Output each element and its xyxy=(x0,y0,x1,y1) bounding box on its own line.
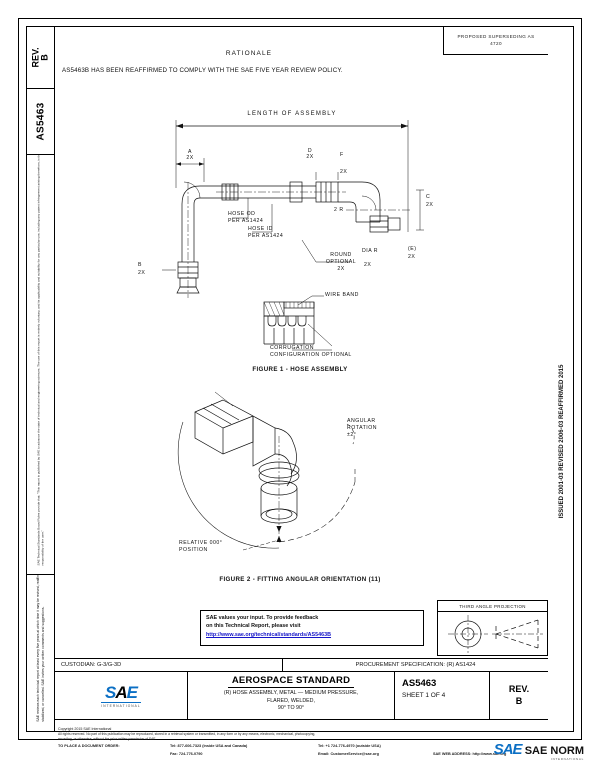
footer-logo-sub: INTERNATIONAL xyxy=(551,757,584,761)
order-row-2: Fax: 724-776-0790 Email: CustomerService… xyxy=(58,752,528,758)
third-angle-projection-title: THIRD ANGLE PROJECTION xyxy=(438,601,547,612)
dim-e-label: (E) xyxy=(408,246,417,252)
feedback-line1: SAE values your input. To provide feedba… xyxy=(206,615,319,621)
procurement-spec-label: PROCUREMENT SPECIFICATION: (R) AS1424 xyxy=(355,662,476,668)
spine-rev-value: B xyxy=(40,54,50,61)
feedback-box: SAE values your input. To provide feedba… xyxy=(200,610,424,646)
title-block-logo-cell: SAE INTERNATIONAL xyxy=(55,672,188,719)
length-of-assembly-label: LENGTH OF ASSEMBLY xyxy=(247,111,337,117)
sae-logo-international: INTERNATIONAL xyxy=(101,701,141,708)
footer-logo-word: SAE NORM xyxy=(524,745,584,757)
web-address-label: SAE WEB ADDRESS: xyxy=(433,751,472,756)
revision-value: B xyxy=(515,695,523,706)
footer-logo-mark: SAE SAE NORM xyxy=(493,741,584,758)
dim-e-qty: 2X xyxy=(408,254,416,260)
figure-1-drawing: LENGTH OF ASSEMBLY A 2X D 2X F 2X C 2X H… xyxy=(120,111,450,362)
tel-international: Tel: +1 724-776-4970 (outside USA) xyxy=(318,744,381,749)
title-block-title-cell: AEROSPACE STANDARD (R) HOSE ASSEMBLY, ME… xyxy=(188,672,395,719)
right-spine-dates: ISSUED 2001-03 REVISED 2006-03 REAFFIRME… xyxy=(551,364,573,664)
figure-1-svg xyxy=(162,120,424,298)
tel-usa: Tel: 877-606-7323 (inside USA and Canada… xyxy=(170,744,248,749)
rationale-heading: RATIONALE xyxy=(225,50,273,57)
third-angle-projection-box: THIRD ANGLE PROJECTION xyxy=(437,600,548,656)
dim-t-qty: 2X xyxy=(364,262,372,268)
footer-sae-norm-logo: SAE SAE NORM INTERNATIONAL xyxy=(494,742,584,761)
superseding-line2: 4720 xyxy=(490,40,502,46)
dim-a-label: A xyxy=(188,149,192,155)
figure-1-caption: FIGURE 1 - HOSE ASSEMBLY xyxy=(252,366,348,373)
issued-revised-reaffirmed: ISSUED 2001-03 REVISED 2006-03 REAFFIRME… xyxy=(559,364,565,519)
title-block: SAE INTERNATIONAL AEROSPACE STANDARD (R)… xyxy=(55,672,548,720)
dim-d-qty: 2X xyxy=(306,154,314,160)
spine-docnumber-cell: AS5463 xyxy=(27,89,55,155)
order-spacer-2 xyxy=(58,752,170,758)
figure-2-caption: FIGURE 2 - FITTING ANGULAR ORIENTATION (… xyxy=(219,576,381,583)
web-address-cell: SAE WEB ADDRESS: http://www.sae.org xyxy=(433,752,528,758)
spine-doc-number: AS5463 xyxy=(35,102,47,141)
drawing-frame-outer xyxy=(18,18,582,740)
custodian-label: CUSTODIAN: G-3/G-3D xyxy=(55,659,283,671)
revision-label: REV. xyxy=(508,684,530,695)
rights-line-2: recording, or otherwise, without the pri… xyxy=(58,737,157,742)
dim-a-qty: 2X xyxy=(186,155,194,161)
spine-review-cell: SAE reviews each technical report at lea… xyxy=(27,575,55,731)
relative-position-label: RELATIVE 000° POSITION xyxy=(179,540,223,553)
dim-d-label: D xyxy=(307,148,313,154)
spine-revision-cell: REV. B xyxy=(27,27,55,89)
custodian-strip: CUSTODIAN: G-3/G-3D PROCUREMENT SPECIFIC… xyxy=(55,658,548,672)
figure-2-drawing: ANGULAR ROTATION ±2° RELATIVE 000° POSIT… xyxy=(175,391,415,572)
dim-f-qty: 2X xyxy=(340,169,348,175)
title-block-docnumber-cell: AS5463 SHEET 1 OF 4 xyxy=(395,672,490,719)
dim-b-label: B xyxy=(138,262,142,268)
doc-title-line3: 90° TO 90° xyxy=(277,705,305,712)
feedback-line2: on this Technical Report, please visit xyxy=(206,623,301,630)
web-address-url[interactable]: http://www.sae.org xyxy=(472,751,507,756)
figure-2-svg xyxy=(177,391,356,551)
footer: Copyright 2015 SAE International All rig… xyxy=(58,727,528,758)
sae-logo: SAE INTERNATIONAL xyxy=(101,684,141,708)
superseding-stamp: PROPOSED SUPERSEDING AS 4720 xyxy=(443,27,548,55)
spine-disclaimer-text: SAE Technical Standards Board Rules prov… xyxy=(36,155,45,566)
superseding-line1: PROPOSED SUPERSEDING AS xyxy=(457,33,535,39)
doc-title-line1: (R) HOSE ASSEMBLY, METAL — MEDIUM PRESSU… xyxy=(223,690,359,696)
aerospace-standard-heading: AEROSPACE STANDARD xyxy=(227,675,355,688)
dim-2r-label: 2 R xyxy=(334,207,344,213)
dim-diar-label: DIA R xyxy=(362,248,379,254)
doc-title-line2: FLARED, WELDED, xyxy=(267,697,315,704)
order-row-1: TO PLACE A DOCUMENT ORDER: Tel: 877-606-… xyxy=(58,744,528,750)
angular-rotation-label: ANGULAR ROTATION ±2° xyxy=(347,418,378,438)
round-optional-label: ROUND OPTIONAL 2X xyxy=(325,252,357,272)
rationale-body: AS5463B HAS BEEN REAFFIRMED TO COMPLY WI… xyxy=(62,67,343,74)
left-spine: REV. B AS5463 SAE Technical Standards Bo… xyxy=(27,27,55,731)
wire-band-detail xyxy=(252,288,392,360)
spine-review-text: SAE reviews each technical report at lea… xyxy=(36,575,45,722)
fax-number: Fax: 724-776-0790 xyxy=(170,751,203,756)
spine-rev-label: REV. xyxy=(30,47,41,68)
sae-logo-mark: SAE xyxy=(105,682,138,702)
dim-f-label: F xyxy=(340,152,344,158)
drawing-frame-inner xyxy=(26,26,574,732)
hose-id-label: HOSE ID PER AS1424 xyxy=(248,226,284,239)
hose-od-label: HOSE OD PER AS1424 xyxy=(228,211,264,224)
corrugation-label: CORRUGATION CONFIGURATION OPTIONAL xyxy=(270,345,352,358)
dim-c-qty: 2X xyxy=(426,202,434,208)
spine-disclaimer-cell: SAE Technical Standards Board Rules prov… xyxy=(27,155,55,575)
copyright-line: Copyright 2015 SAE International xyxy=(58,727,112,731)
wire-band-detail-svg xyxy=(263,295,333,351)
dim-c-label: C xyxy=(426,194,431,200)
email-address: Email: CustomerService@sae.org xyxy=(318,751,379,756)
title-block-revision-cell: REV. B xyxy=(490,672,548,719)
dim-b-qty: 2X xyxy=(138,270,146,276)
sheet-number: SHEET 1 OF 4 xyxy=(402,692,446,699)
rights-line-1: All rights reserved. No part of this pub… xyxy=(58,732,316,737)
document-number: AS5463 xyxy=(402,678,437,689)
wire-band-label: WIRE BAND xyxy=(325,292,359,298)
order-label: TO PLACE A DOCUMENT ORDER: xyxy=(58,744,120,749)
feedback-url-link[interactable]: http://www.sae.org/technical/standards/A… xyxy=(206,631,332,638)
third-angle-projection-symbol xyxy=(448,615,543,653)
